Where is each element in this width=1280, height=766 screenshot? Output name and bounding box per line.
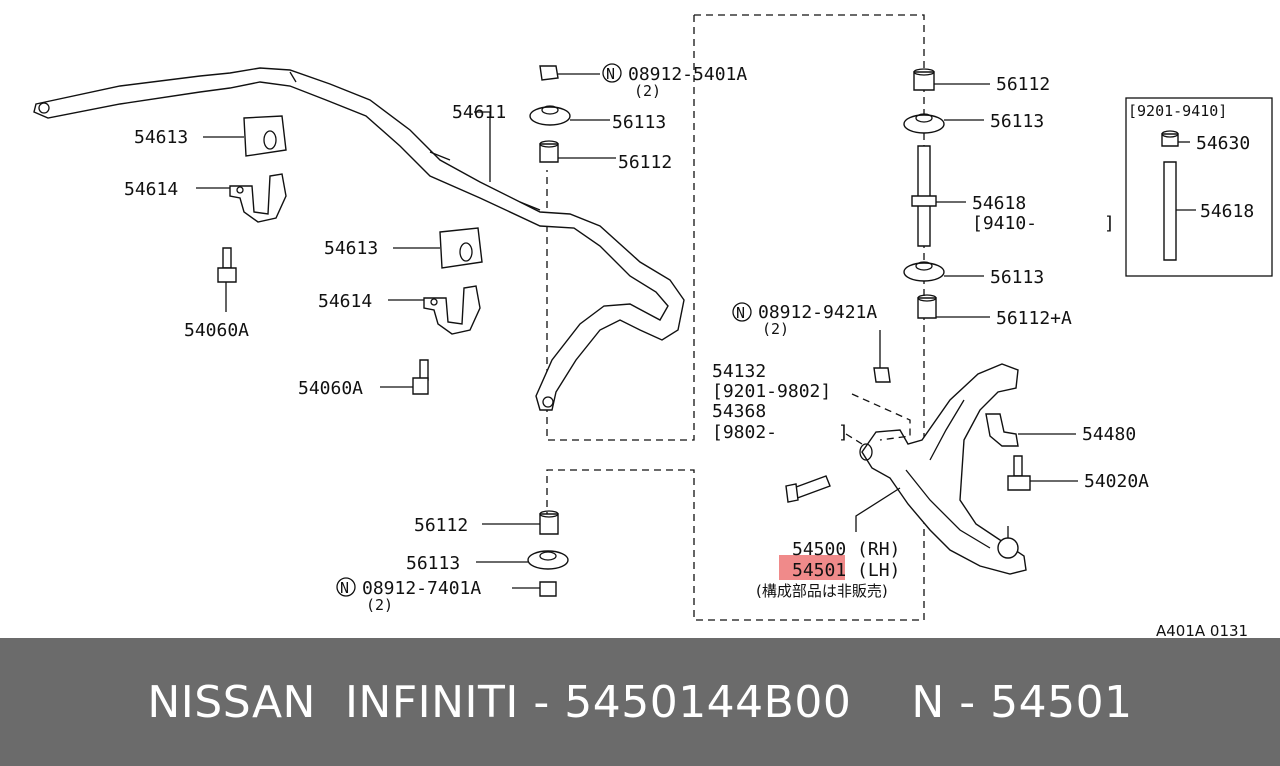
label-diagram-code: A401A 0131: [1156, 622, 1248, 638]
bushing-56112A-right: [917, 294, 937, 319]
leader-lines: [196, 73, 1196, 589]
nut-top-center: [539, 65, 559, 81]
nut-08912-9421A: [873, 367, 891, 383]
washer-56113-center: [529, 105, 571, 126]
label-54618: 54618: [972, 193, 1026, 214]
label-54132: 54132: [712, 361, 766, 382]
stud-54618: [911, 145, 937, 247]
footer-brand-part-number: NISSAN INFINITI - 5450144B00: [147, 676, 852, 728]
label-9201-9802: [9201-9802]: [712, 381, 831, 402]
label-54613-lower: 54613: [324, 238, 378, 259]
bushing-56112-right-top: [913, 68, 935, 91]
label-9802: [9802-: [712, 422, 777, 443]
label-54480: 54480: [1082, 424, 1136, 445]
label-56113-bottom: 56113: [406, 553, 460, 574]
label-56112A: 56112+A: [996, 308, 1072, 329]
label-9802-close: ]: [838, 422, 849, 443]
label-qty-2: (2): [762, 320, 789, 338]
n-mark-1: N: [606, 65, 615, 83]
label-08912-5401A: 08912-5401A: [628, 64, 747, 85]
label-54618-inset: 54618: [1200, 201, 1254, 222]
label-56113-center: 56113: [612, 112, 666, 133]
label-9410: [9410-: [972, 213, 1037, 234]
parts-diagram: N N N 54613 54614 54060A 54613 54614 540…: [33, 14, 1273, 638]
label-08912-9421A: 08912-9421A: [758, 302, 877, 323]
bracket-54614-upper: [229, 173, 287, 223]
label-54060A-lower: 54060A: [298, 378, 363, 399]
dashed-group-lines: [546, 14, 925, 621]
bushing-54613-lower: [439, 227, 483, 269]
label-9410-close: ]: [1104, 213, 1115, 234]
bolt-54020A: [1007, 455, 1031, 491]
stabilizer-bar: [33, 67, 685, 411]
label-54613-upper: 54613: [134, 127, 188, 148]
washer-56113-right-top: [903, 113, 945, 134]
footer-reference: N - 54501: [911, 676, 1133, 728]
label-inset-range: [9201-9410]: [1128, 102, 1227, 120]
label-54614-lower: 54614: [318, 291, 372, 312]
label-qty-3: (2): [366, 596, 393, 614]
label-56112-right-top: 56112: [996, 74, 1050, 95]
inset-54630: [1161, 130, 1179, 147]
label-54020A: 54020A: [1084, 471, 1149, 492]
bolt-54060A-upper: [217, 247, 237, 283]
label-note: (構成部品は非販売): [756, 582, 888, 600]
bushing-56112-center: [539, 140, 559, 163]
label-56113-right-top: 56113: [990, 111, 1044, 132]
label-54501: 54501 (LH): [792, 560, 900, 581]
label-54060A-upper: 54060A: [184, 320, 249, 341]
washer-56113-right-bottom: [903, 261, 945, 282]
inset-54618: [1163, 161, 1177, 261]
n-mark-2: N: [736, 304, 745, 322]
bracket-54614-lower: [423, 285, 481, 335]
bushing-56112-bottom: [539, 510, 559, 535]
label-qty-1: (2): [634, 82, 661, 100]
label-56113-right-bottom: 56113: [990, 267, 1044, 288]
lower-arm: [859, 363, 1027, 575]
part-highlight: [779, 555, 845, 580]
washer-56113-bottom: [527, 550, 569, 570]
label-56112-center: 56112: [618, 152, 672, 173]
label-54630: 54630: [1196, 133, 1250, 154]
label-54500: 54500 (RH): [792, 539, 900, 560]
label-54611: 54611: [452, 102, 506, 123]
label-08912-7401A: 08912-7401A: [362, 578, 481, 599]
inset-box: [1125, 97, 1273, 277]
n-mark-icons: N N N: [336, 63, 752, 597]
footer-banner: NISSAN INFINITI - 5450144B00 N - 54501: [0, 638, 1280, 766]
label-54614-upper: 54614: [124, 179, 178, 200]
bolt-54060A-lower: [412, 359, 429, 395]
bushing-54613-upper: [243, 115, 287, 157]
label-54368: 54368: [712, 401, 766, 422]
bolt-54132: [785, 475, 831, 503]
nut-bottom-center: [539, 581, 557, 597]
n-mark-3: N: [340, 579, 349, 597]
label-56112-bottom: 56112: [414, 515, 468, 536]
bracket-54480: [985, 413, 1019, 447]
